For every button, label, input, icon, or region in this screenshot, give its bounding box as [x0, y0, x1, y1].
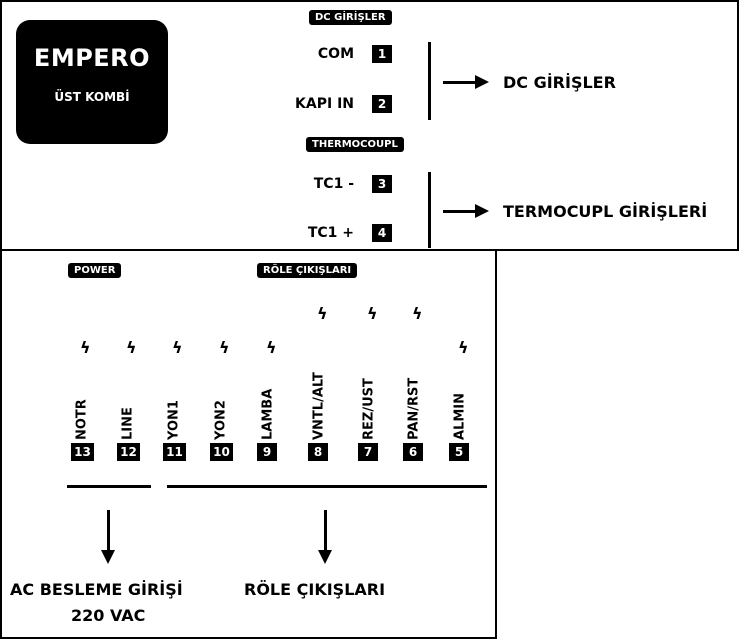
lightning-icon: ϟ: [266, 338, 277, 357]
pin-label-kapi-in: KAPI IN: [295, 96, 354, 112]
pin-box-3: 3: [372, 175, 392, 193]
power-tag: POWER: [68, 263, 122, 278]
lightning-icon: ϟ: [367, 304, 378, 323]
lightning-icon: ϟ: [126, 338, 137, 357]
relay-outputs-label: RÖLE ÇIKIŞLARI: [244, 580, 386, 599]
power-down-arrow-icon: [101, 510, 115, 564]
bottom-panel: [0, 249, 497, 639]
terminal-number-9: 9: [257, 443, 277, 461]
relay-down-arrow-icon: [318, 510, 332, 564]
terminal-number-6: 6: [403, 443, 423, 461]
ac-voltage-label: 220 VAC: [71, 606, 146, 625]
terminal-label: YON2: [213, 400, 229, 440]
lightning-icon: ϟ: [172, 338, 183, 357]
terminal-number-8: 8: [308, 443, 328, 461]
thermocouple-tag: THERMOCOUPL: [306, 137, 404, 152]
lightning-icon: ϟ: [412, 304, 423, 323]
dc-arrow-icon: [443, 75, 489, 89]
relay-outputs-tag: RÖLE ÇIKIŞLARI: [257, 263, 358, 278]
lightning-icon: ϟ: [80, 338, 91, 357]
thermocouple-target: TERMOCUPL GİRİŞLERİ: [503, 202, 708, 221]
pin-label-tc1-minus: TC1 -: [313, 176, 354, 192]
terminal-label: LINE: [120, 407, 136, 440]
terminal-number-11: 11: [163, 443, 186, 461]
pin-box-4: 4: [372, 224, 392, 242]
pin-label-com: COM: [317, 46, 354, 62]
terminal-label: REZ/UST: [361, 378, 377, 440]
relay-bracket: [167, 485, 487, 488]
terminal-label: YON1: [166, 400, 182, 440]
lightning-icon: ϟ: [219, 338, 230, 357]
dc-bracket: [428, 42, 431, 120]
terminal-number-12: 12: [117, 443, 140, 461]
terminal-number-7: 7: [358, 443, 378, 461]
terminal-number-5: 5: [449, 443, 469, 461]
pin-box-1: 1: [372, 45, 392, 63]
brand-name: EMPERO: [33, 44, 151, 72]
pin-label-tc1-plus: TC1 +: [307, 225, 354, 241]
terminal-label: PAN/RST: [406, 377, 422, 440]
model-name: ÜST KOMBİ: [54, 90, 130, 104]
terminal-label: NOTR: [74, 399, 90, 440]
terminal-label: ALMIN: [452, 393, 468, 440]
pin-box-2: 2: [372, 95, 392, 113]
terminal-label: LAMBA: [260, 388, 276, 440]
terminal-label: VNTL/ALT: [311, 372, 327, 440]
ac-supply-label: AC BESLEME GİRİŞİ: [10, 580, 183, 599]
lightning-icon: ϟ: [458, 338, 469, 357]
terminal-number-13: 13: [71, 443, 94, 461]
tc-arrow-icon: [443, 204, 489, 218]
terminal-number-10: 10: [210, 443, 233, 461]
dc-inputs-target: DC GİRİŞLER: [503, 73, 616, 92]
dc-inputs-tag: DC GİRİŞLER: [309, 10, 392, 25]
lightning-icon: ϟ: [317, 304, 328, 323]
power-bracket: [67, 485, 151, 488]
brand-logo: EMPERO ÜST KOMBİ: [16, 20, 168, 144]
tc-bracket: [428, 172, 431, 248]
